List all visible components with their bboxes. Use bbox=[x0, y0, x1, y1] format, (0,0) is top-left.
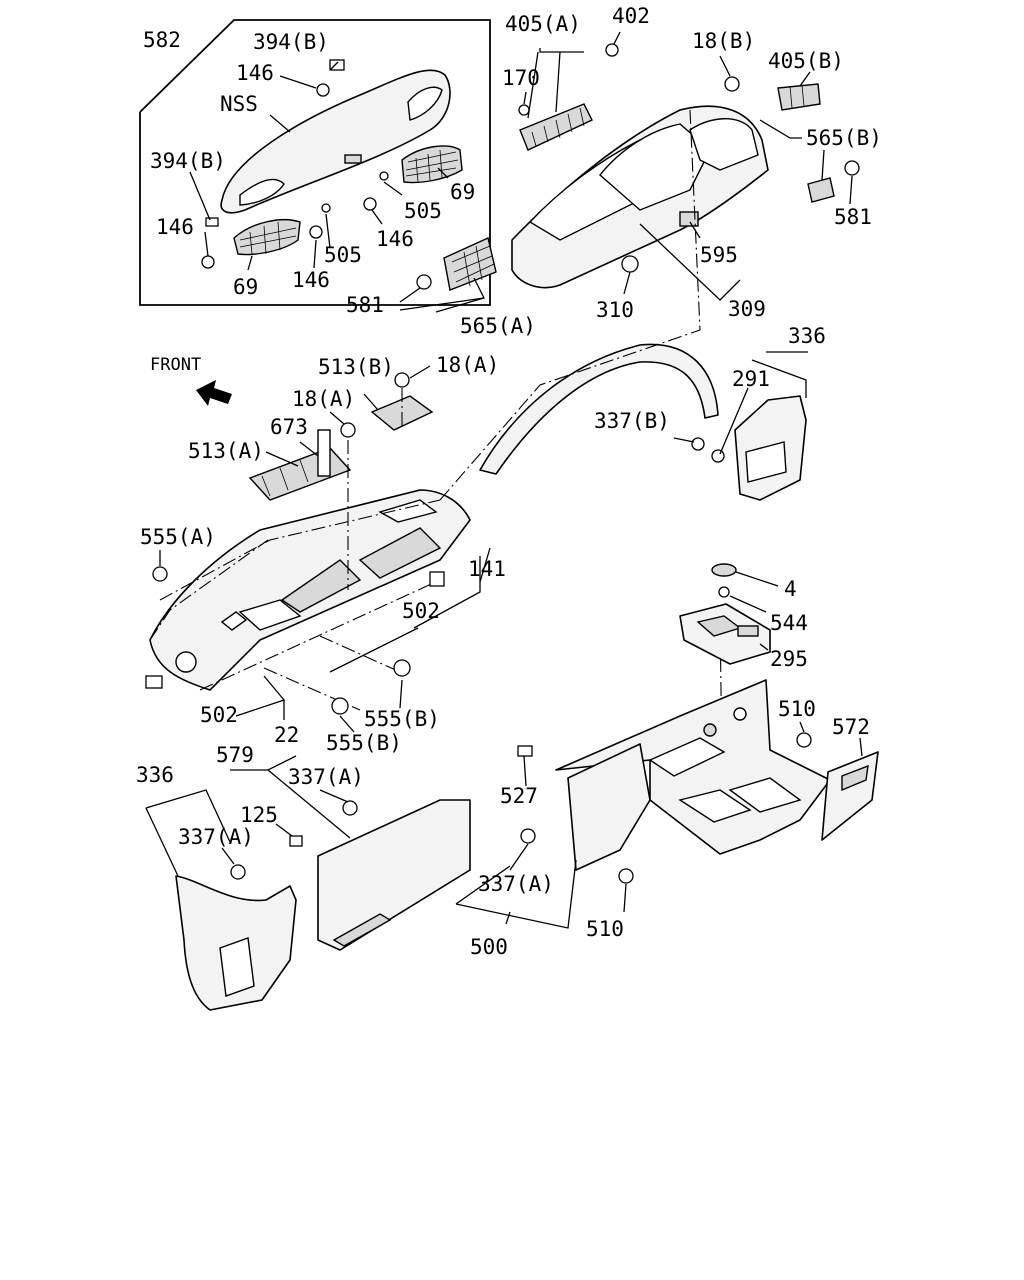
callout-69-bottom: 69 bbox=[233, 275, 258, 299]
callout-18a-top: 18(A) bbox=[436, 353, 499, 377]
inset-frame bbox=[139, 19, 491, 306]
knee-panel-336 bbox=[175, 875, 297, 1011]
callout-336-bottom: 336 bbox=[136, 763, 174, 787]
callout-505-right: 505 bbox=[404, 199, 442, 223]
callout-18a-mid: 18(A) bbox=[292, 387, 355, 411]
side-panel-right bbox=[734, 395, 807, 501]
main-leaders bbox=[159, 351, 808, 733]
inset-fasteners bbox=[201, 59, 389, 269]
console-leaders bbox=[455, 571, 863, 929]
callout-595: 595 bbox=[700, 243, 738, 267]
callout-336-top: 336 bbox=[788, 324, 826, 348]
panel-leaders bbox=[399, 31, 853, 313]
callout-579: 579 bbox=[216, 743, 254, 767]
callout-405b: 405(B) bbox=[768, 49, 844, 73]
console-fasteners bbox=[517, 732, 812, 884]
callout-146-top: 146 bbox=[236, 61, 274, 85]
inset-leaders bbox=[189, 61, 449, 271]
front-arrow bbox=[196, 380, 232, 406]
callout-502-bottom: 502 bbox=[200, 703, 238, 727]
callout-581-right: 581 bbox=[834, 205, 872, 229]
switch-405b bbox=[777, 83, 821, 111]
callout-544: 544 bbox=[770, 611, 808, 635]
dash-lower-cover bbox=[149, 489, 471, 691]
lamp-lens-left bbox=[233, 219, 301, 256]
callout-510-bottom: 510 bbox=[586, 917, 624, 941]
lower-left-fasteners bbox=[230, 800, 358, 880]
callout-337a-left: 337(A) bbox=[178, 825, 254, 849]
callout-337a-top: 337(A) bbox=[288, 765, 364, 789]
callout-394b-2: 394(B) bbox=[150, 149, 226, 173]
callout-labels: 582 394(B) 146 NSS 394(B) 146 69 505 146… bbox=[136, 4, 882, 959]
callout-22: 22 bbox=[274, 723, 299, 747]
console-cupholder bbox=[679, 563, 771, 665]
callout-582: 582 bbox=[143, 28, 181, 52]
callout-146-bottom: 146 bbox=[292, 268, 330, 292]
callout-565b: 565(B) bbox=[806, 126, 882, 150]
callout-581-left: 581 bbox=[346, 293, 384, 317]
overhead-console bbox=[220, 69, 451, 214]
callout-337a-center: 337(A) bbox=[478, 872, 554, 896]
callout-555b-bottom: 555(B) bbox=[326, 731, 402, 755]
console-side-500 bbox=[567, 743, 651, 871]
console-end-572 bbox=[821, 751, 879, 841]
callout-170: 170 bbox=[502, 66, 540, 90]
callout-394b: 394(B) bbox=[253, 30, 329, 54]
vent-grille-405a bbox=[518, 103, 593, 151]
callout-513b: 513(B) bbox=[318, 355, 394, 379]
callout-405a: 405(A) bbox=[505, 12, 581, 36]
callout-69-right: 69 bbox=[450, 180, 475, 204]
callout-502-top: 502 bbox=[402, 599, 440, 623]
panel-fasteners bbox=[416, 43, 860, 290]
callout-nss: NSS bbox=[220, 92, 258, 116]
callout-513a: 513(A) bbox=[188, 439, 264, 463]
callout-309: 309 bbox=[728, 297, 766, 321]
instrument-panel-bezel bbox=[511, 105, 769, 289]
callout-18b: 18(B) bbox=[692, 29, 755, 53]
callout-572: 572 bbox=[832, 715, 870, 739]
callout-141: 141 bbox=[468, 557, 506, 581]
callout-555a: 555(A) bbox=[140, 525, 216, 549]
glovebox-579 bbox=[317, 799, 471, 951]
callout-4: 4 bbox=[784, 577, 797, 601]
callout-146-mid: 146 bbox=[376, 227, 414, 251]
callout-337b: 337(B) bbox=[594, 409, 670, 433]
callout-295: 295 bbox=[770, 647, 808, 671]
lower-left-leaders bbox=[145, 755, 351, 877]
center-console bbox=[555, 679, 831, 855]
callout-505-mid: 505 bbox=[324, 243, 362, 267]
callout-510-top: 510 bbox=[778, 697, 816, 721]
callout-146-left: 146 bbox=[156, 215, 194, 239]
callout-527: 527 bbox=[500, 784, 538, 808]
callout-555b-right: 555(B) bbox=[364, 707, 440, 731]
lamp-lens-right bbox=[401, 145, 463, 184]
callout-500: 500 bbox=[470, 935, 508, 959]
callout-565a: 565(A) bbox=[460, 314, 536, 338]
switch-565b bbox=[807, 177, 835, 203]
callout-673: 673 bbox=[270, 415, 308, 439]
callout-310: 310 bbox=[596, 298, 634, 322]
callout-291: 291 bbox=[732, 367, 770, 391]
front-label: FRONT bbox=[150, 355, 201, 375]
switch-panel-565a bbox=[443, 237, 497, 291]
callout-125: 125 bbox=[240, 803, 278, 827]
callout-402: 402 bbox=[612, 4, 650, 28]
